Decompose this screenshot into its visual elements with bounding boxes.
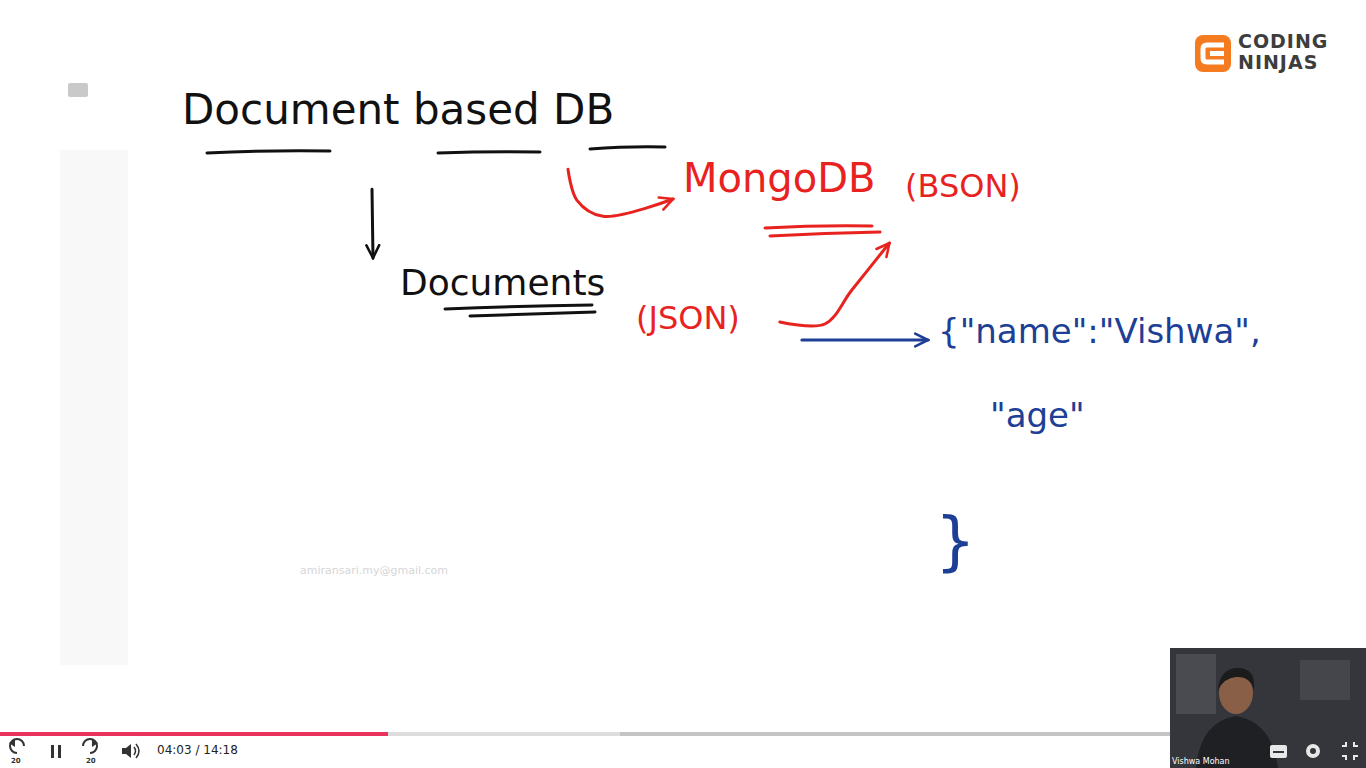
node-text: "age" (990, 396, 1261, 435)
settings-icon (1306, 744, 1320, 758)
logo-text: NINJAS (1238, 52, 1318, 74)
volume-icon (134, 747, 136, 755)
watermark: amiransari.my@gmail.com (300, 565, 448, 578)
forward-icon (92, 739, 98, 747)
webcam-frame (1170, 648, 1366, 768)
underline (765, 226, 872, 228)
node-text: } (935, 505, 1261, 579)
progress-buffer (0, 732, 620, 736)
node-text: Documents (400, 262, 605, 303)
underline (470, 312, 595, 316)
pause-icon (51, 745, 54, 758)
time-display: 04:03 / 14:18 (157, 744, 238, 758)
node-text: {"name":"Vishwa", (938, 312, 1261, 351)
down-arrow (372, 189, 373, 258)
webcam-person (1218, 668, 1254, 690)
forward-icon (83, 739, 97, 753)
format-node: (JSON) (636, 300, 740, 337)
node-text: MongoDB (683, 155, 875, 201)
settings-icon (1310, 748, 1316, 754)
logo-icon (1195, 35, 1231, 72)
underline (445, 305, 592, 309)
curved-arrow (568, 169, 673, 216)
webcam-background (1300, 660, 1350, 700)
logo-text: CODING (1238, 31, 1328, 53)
fullscreen-icon (1342, 742, 1358, 760)
json-example-node: {"name":"Vishwa", "age"} (938, 312, 1261, 579)
volume-icon (122, 744, 131, 758)
node-text: (BSON) (905, 168, 1021, 205)
subtitles-icon (1270, 745, 1287, 758)
skip-seconds: 20 (86, 757, 96, 765)
volume-icon (136, 744, 139, 758)
curved-arrow (780, 243, 890, 326)
underline (207, 151, 330, 153)
skip-seconds: 20 (11, 757, 21, 765)
panel-icon (68, 83, 88, 97)
underline (770, 232, 880, 236)
node-text: Document based DB (182, 86, 614, 134)
node-text: (JSON) (636, 300, 740, 337)
side-panel (60, 150, 128, 665)
presenter-name: Vishwa Mohan (1172, 757, 1230, 766)
logo-icon (1210, 51, 1224, 56)
webcam-background (1176, 654, 1216, 714)
progress-track (0, 732, 1366, 736)
heading-text-node: Document based DB (182, 86, 614, 134)
subtitles-icon (1273, 751, 1284, 753)
rewind-icon (10, 739, 24, 753)
underline (590, 147, 665, 149)
database-node: MongoDB (683, 155, 875, 201)
format-node: (BSON) (905, 168, 1021, 205)
logo-icon (1203, 45, 1224, 62)
pause-icon (58, 745, 61, 758)
underline (438, 152, 540, 153)
rewind-icon (9, 739, 15, 747)
progress-played (0, 732, 388, 736)
arrow (802, 339, 928, 342)
concept-node: Documents (400, 262, 605, 303)
